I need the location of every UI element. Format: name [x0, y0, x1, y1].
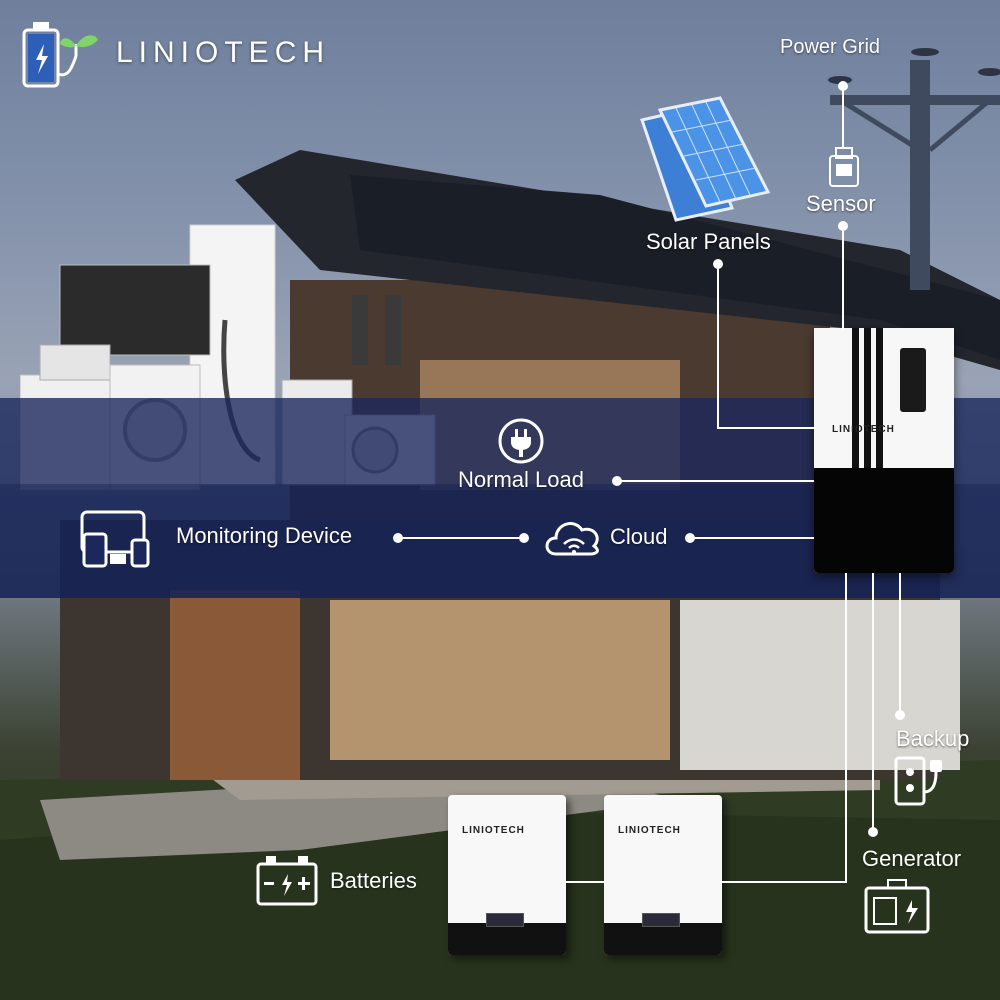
inverter-stripe — [864, 328, 871, 468]
battery-base — [448, 923, 566, 955]
solar-panels-label: Solar Panels — [646, 229, 771, 254]
monitoring-device-label: Monitoring Device — [176, 523, 353, 548]
battery-unit-2: LINIOTECH — [604, 795, 722, 955]
battery-brand: LINIOTECH — [618, 825, 681, 836]
inverter-battery-line — [722, 573, 847, 883]
plug-icon — [498, 418, 544, 464]
node-dot — [713, 259, 723, 269]
utility-pole — [910, 60, 930, 290]
car-battery-icon — [256, 856, 318, 906]
white-wall — [680, 600, 960, 770]
inverter-stripe — [876, 328, 883, 468]
node-dot — [393, 533, 403, 543]
node-dot — [612, 476, 622, 486]
lit-windows — [330, 600, 670, 760]
inverter-brand: LINIOTECH — [832, 424, 895, 435]
battery-screen — [486, 913, 524, 927]
wood-panel — [170, 590, 300, 780]
cloud-label: Cloud — [610, 524, 668, 549]
sensor-label: Sensor — [806, 191, 876, 216]
inverter-display — [900, 348, 926, 412]
node-dot — [519, 533, 529, 543]
node-dot — [838, 221, 848, 231]
roof-solar-array — [350, 175, 1000, 360]
generator-label: Generator — [862, 846, 962, 871]
inverter-stripe — [852, 328, 859, 468]
inverter-lower-panel — [814, 468, 954, 573]
battery-brand: LINIOTECH — [462, 825, 525, 836]
ct-sensor-icon — [829, 147, 859, 187]
cloud-wifi-icon — [545, 522, 599, 556]
brand-name: LINIOTECH — [116, 36, 331, 69]
generator-icon — [864, 879, 930, 934]
power-grid-label: Power Grid — [780, 36, 881, 58]
inverter-upper-panel — [814, 328, 954, 468]
node-dot — [685, 533, 695, 543]
backup-label: Backup — [896, 726, 970, 751]
backup-outlet-icon — [894, 756, 942, 806]
pole-crossarm — [830, 95, 1000, 105]
battery-unit-1: LINIOTECH — [448, 795, 566, 955]
hybrid-inverter: LINIOTECH — [814, 328, 954, 573]
solar-panels-illustration — [640, 96, 771, 222]
batteries-label: Batteries — [330, 868, 417, 893]
node-dot — [895, 710, 905, 720]
battery-screen — [642, 913, 680, 927]
node-dot — [868, 827, 878, 837]
solar-inverter-line — [717, 264, 814, 429]
battery-plant-logo-icon — [22, 22, 98, 88]
normal-load-label: Normal Load — [458, 467, 584, 492]
devices-icon — [80, 510, 150, 568]
node-dot — [838, 81, 848, 91]
battery-base — [604, 923, 722, 955]
